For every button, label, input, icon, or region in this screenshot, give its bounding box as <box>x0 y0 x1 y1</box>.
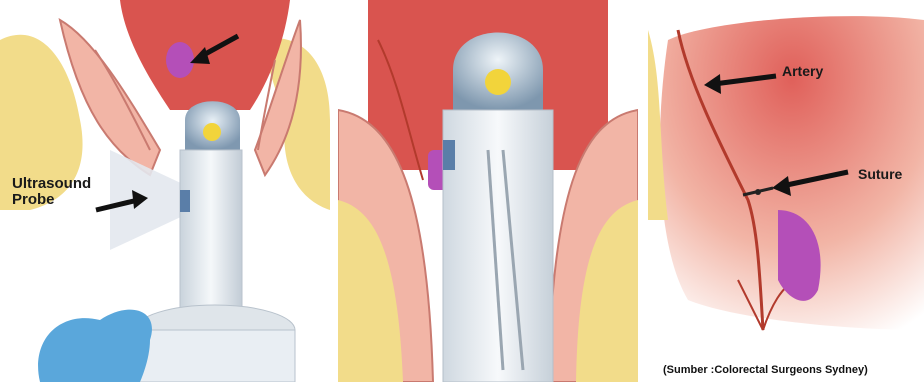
indicator-light <box>485 69 511 95</box>
probe-label-line2: Probe <box>12 192 91 208</box>
source-caption: (Sumber :Colorectal Surgeons Sydney) <box>663 364 868 376</box>
doppler-shaft <box>180 150 242 310</box>
ultrasound-probe-label: Ultrasound Probe <box>12 176 91 208</box>
artery-ligation-illustration <box>648 0 924 382</box>
device-in-canal-illustration <box>338 0 638 382</box>
device-window <box>443 110 553 382</box>
probe-label-line1: Ultrasound <box>12 176 91 192</box>
indicator-light <box>203 123 221 141</box>
suture-label: Suture <box>858 167 902 182</box>
panel-artery-ligation <box>648 0 924 382</box>
hemorrhoid <box>166 42 194 78</box>
ultrasound-probe-icon <box>180 190 190 212</box>
gloved-hand <box>38 310 152 382</box>
artery-label: Artery <box>782 64 823 79</box>
panel-device-in-canal <box>338 0 638 382</box>
